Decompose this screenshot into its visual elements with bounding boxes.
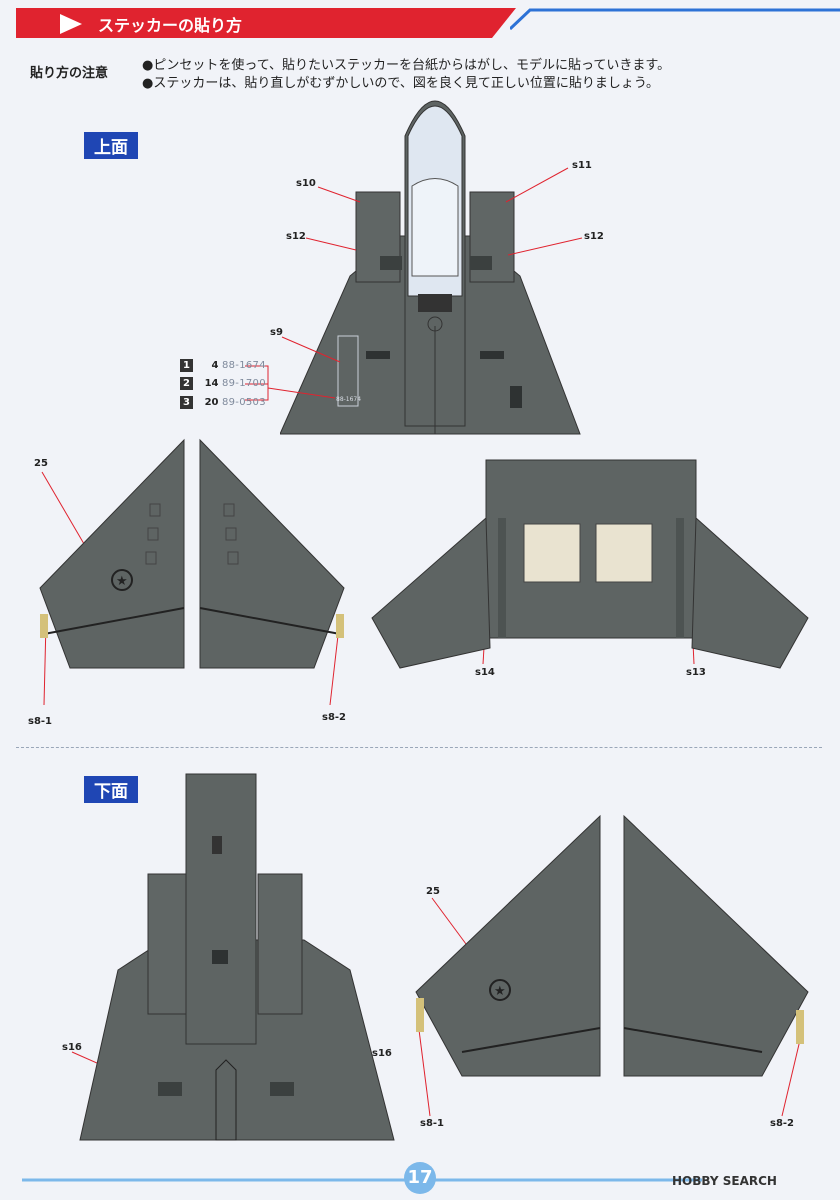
callout-s8-1: s8-1 <box>420 1118 445 1129</box>
header-banner <box>16 8 516 38</box>
header-accent-line <box>510 8 840 30</box>
top-fuselage-diagram <box>280 100 581 435</box>
callout-s12: s12 <box>584 231 604 242</box>
version-row: 1 4 88-1674 <box>180 359 266 372</box>
header-triangle-icon <box>60 14 82 34</box>
registration-plate: 88-1674 <box>336 396 362 403</box>
callout-s12: s12 <box>286 231 306 242</box>
callout-25: 25 <box>426 886 440 897</box>
footer-line <box>22 1178 702 1182</box>
bottom-view-label: 下面 <box>84 776 138 803</box>
top-wings-diagram: ★ <box>39 438 345 669</box>
bottom-fuselage-diagram <box>79 773 395 1141</box>
callout-s10: s10 <box>296 178 316 189</box>
top-view-label: 上面 <box>84 132 138 159</box>
note-item: ●ステッカーは、貼り直しがむずかしいので、図を良く見て正しい位置に貼りましょう。 <box>142 76 660 91</box>
version-row: 3 20 89-0503 <box>180 396 266 409</box>
version-row: 2 14 89-1700 <box>180 377 266 390</box>
callout-s8-2: s8-2 <box>322 712 347 723</box>
callout-s11: s11 <box>572 160 592 171</box>
callout-s8-2: s8-2 <box>770 1118 795 1129</box>
bottom-wings-diagram: ★ <box>415 814 809 1077</box>
callout-s9: s9 <box>270 327 283 338</box>
callout-s14: s14 <box>475 667 495 678</box>
top-rear-diagram <box>371 459 809 669</box>
callout-s16: s16 <box>62 1042 82 1053</box>
callout-s13: s13 <box>686 667 706 678</box>
callout-s8-1: s8-1 <box>28 716 53 727</box>
hobby-search-logo: HOBBY SEARCH <box>672 1174 777 1188</box>
note-item: ●ピンセットを使って、貼りたいステッカーを台紙からはがし、モデルに貼っていきます… <box>142 58 671 73</box>
callout-s16: s16 <box>372 1048 392 1059</box>
notes-label: 貼り方の注意 <box>30 66 109 81</box>
svg-text:★: ★ <box>116 574 128 589</box>
callout-25: 25 <box>34 458 48 469</box>
section-divider <box>16 747 822 748</box>
page-number: 17 <box>404 1162 436 1194</box>
svg-text:★: ★ <box>494 984 506 999</box>
page-title: ステッカーの貼り方 <box>98 16 243 35</box>
